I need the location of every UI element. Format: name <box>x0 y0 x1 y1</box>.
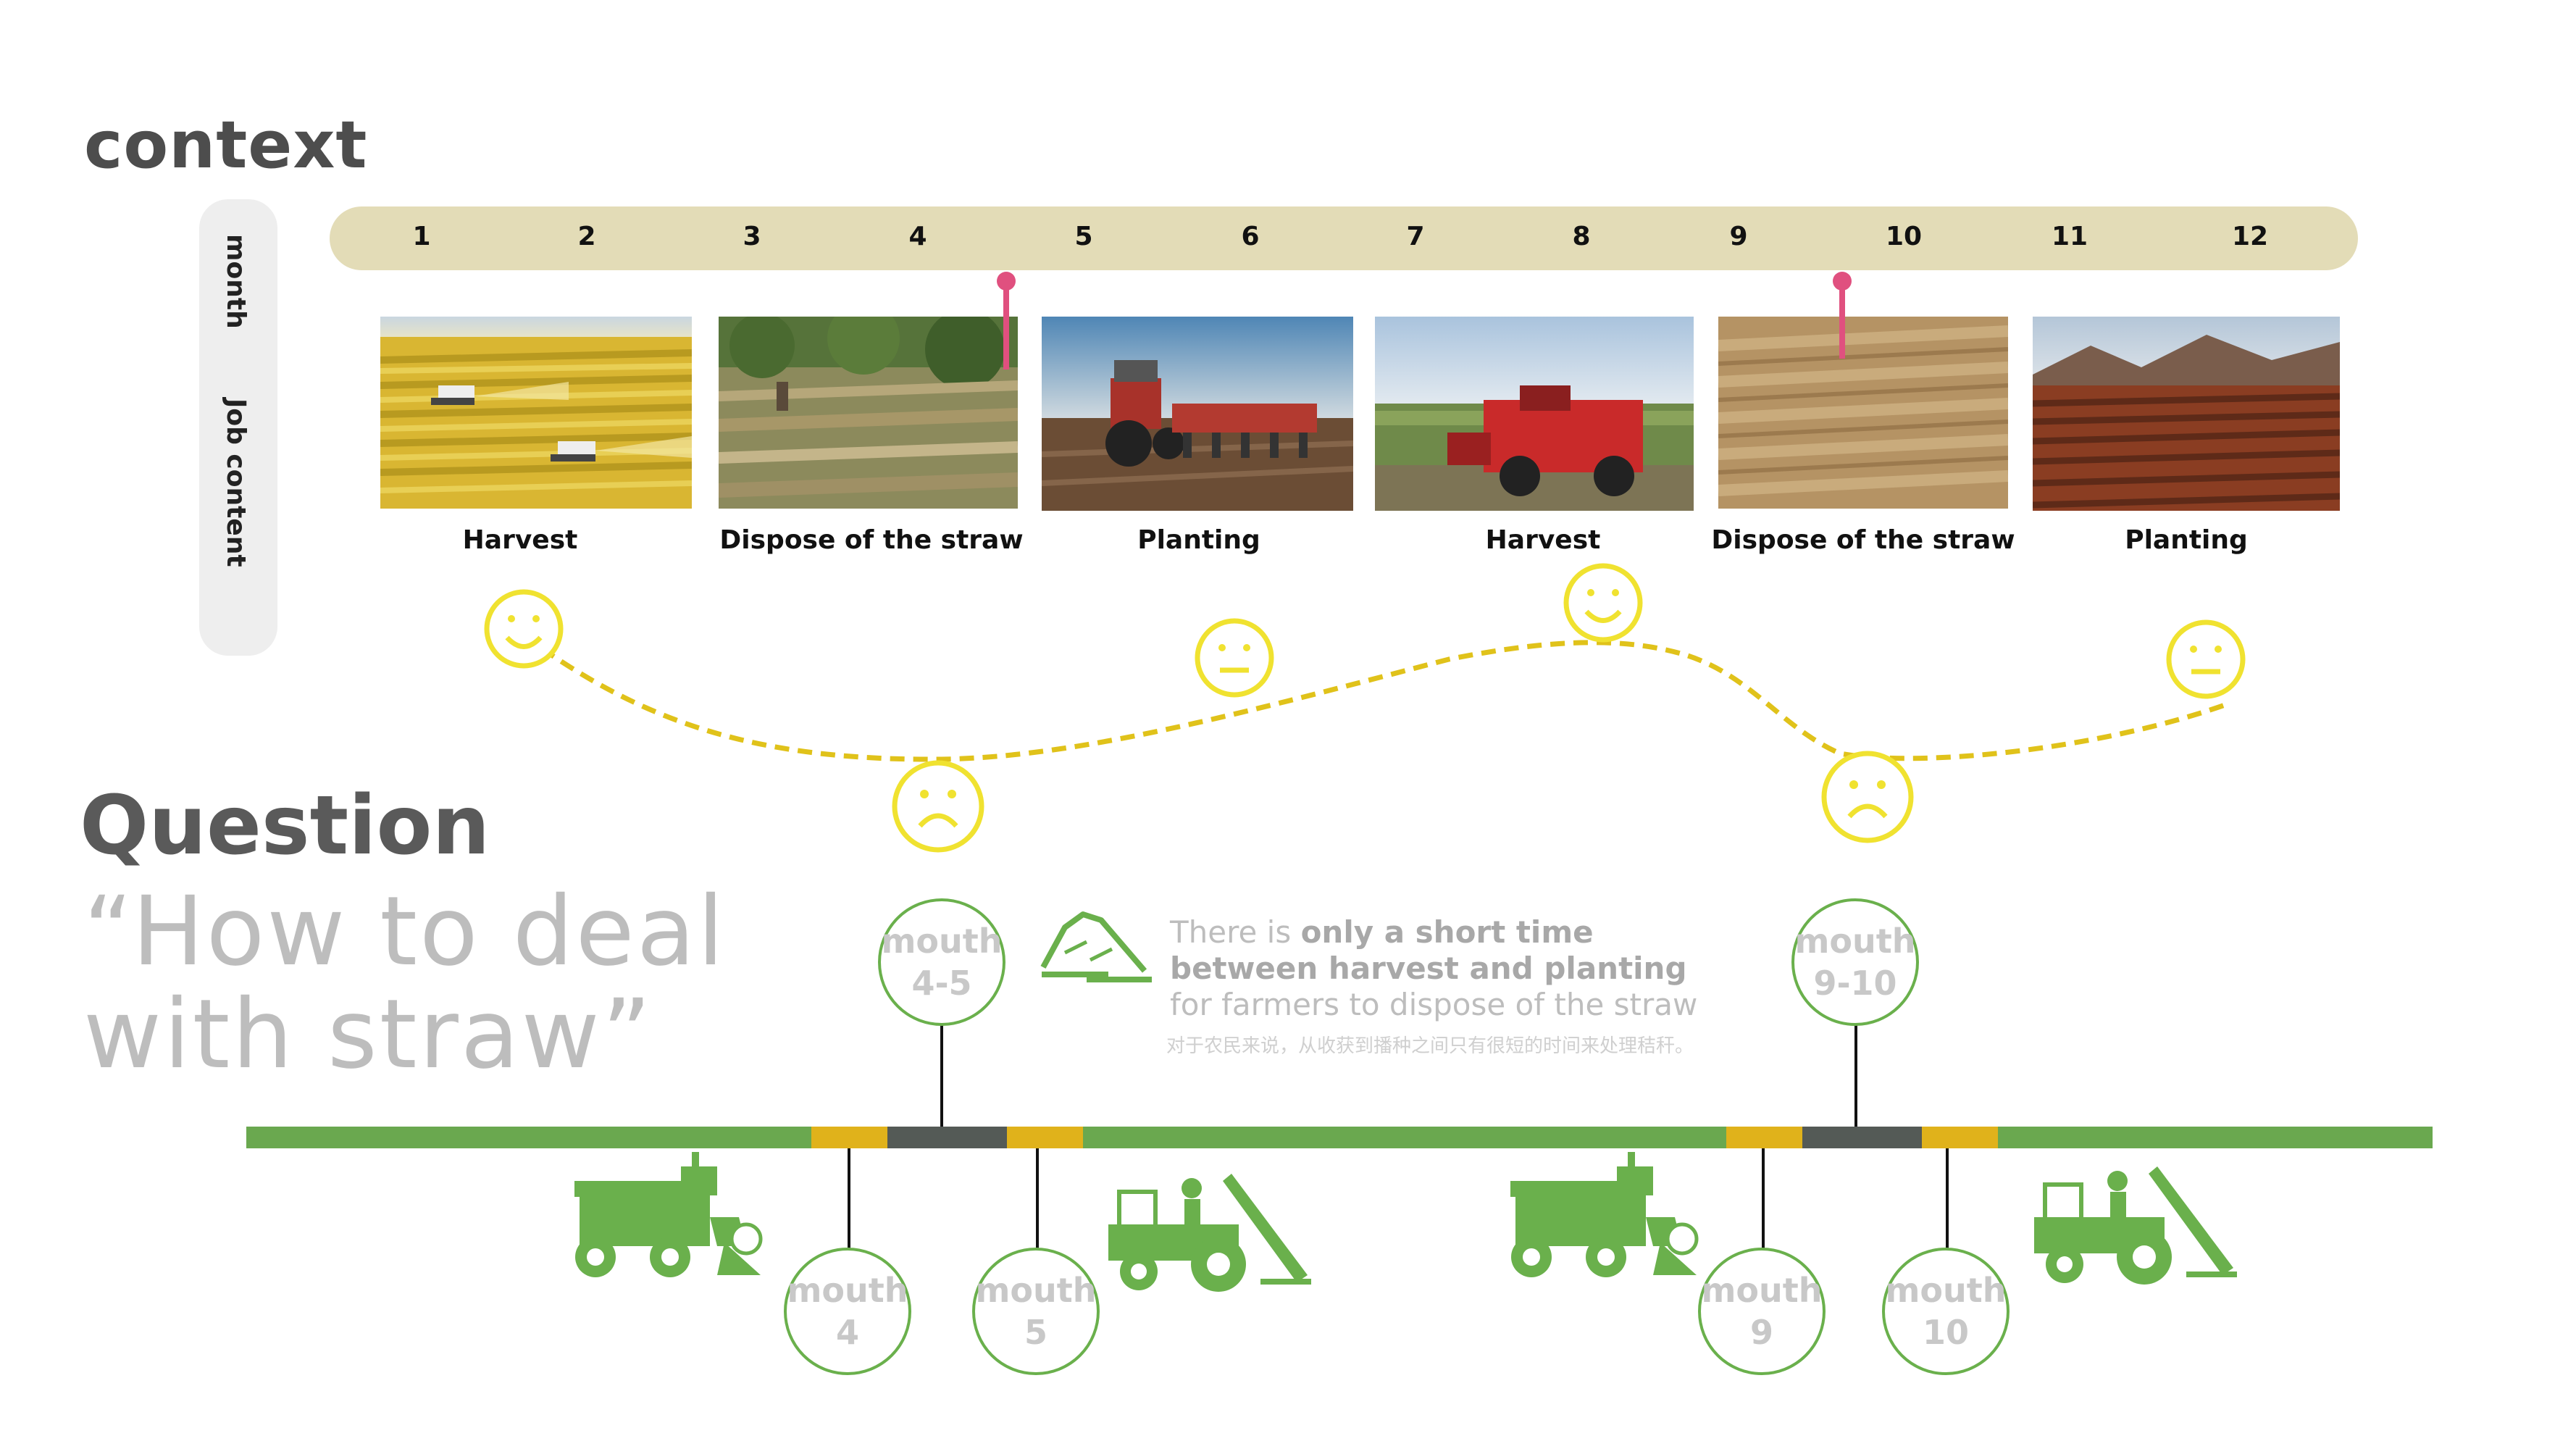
tractor-planter-icon <box>1108 1174 1311 1292</box>
timeline-segment-month-5 <box>1007 1127 1083 1148</box>
callout-value: 10 <box>1923 1311 1969 1353</box>
callout-value: 4-5 <box>911 962 971 1004</box>
timeline-bar <box>246 1127 2433 1148</box>
callout-month-10: mouth 10 <box>1882 1248 2010 1375</box>
callout-value: 9 <box>1750 1311 1773 1353</box>
callout-value: 5 <box>1024 1311 1047 1353</box>
harvester-icon <box>1510 1152 1697 1277</box>
callout-label: mouth <box>881 920 1002 962</box>
timeline-segment-gap-4-5 <box>887 1127 1007 1148</box>
callout-month-9-10: mouth 9-10 <box>1791 898 1919 1026</box>
callout-label: mouth <box>975 1269 1096 1311</box>
connector-9-10 <box>1854 1025 1857 1127</box>
callout-value: 4 <box>836 1311 859 1353</box>
happy-face-icon <box>487 592 561 666</box>
sad-face-icon <box>895 763 982 850</box>
tractor-planter-icon <box>2034 1166 2237 1285</box>
neutral-face-icon <box>2169 622 2243 696</box>
connector-4-5 <box>940 1025 943 1127</box>
callout-month-4-5: mouth 4-5 <box>878 898 1005 1026</box>
timeline-segment-month-10 <box>1922 1127 1998 1148</box>
callout-label: mouth <box>787 1269 908 1311</box>
harvester-icon <box>574 1152 761 1277</box>
callout-month-5: mouth 5 <box>972 1248 1100 1375</box>
neutral-face-icon <box>1197 621 1271 695</box>
straw-pile-icon <box>1042 914 1152 980</box>
happy-face-icon <box>1566 566 1640 640</box>
callout-label: mouth <box>1885 1269 2006 1311</box>
callout-label: mouth <box>1701 1269 1822 1311</box>
sad-face-icon <box>1824 753 1911 840</box>
connector-4 <box>848 1148 850 1250</box>
callout-value: 9-10 <box>1813 962 1897 1004</box>
connector-10 <box>1946 1148 1949 1250</box>
callout-label: mouth <box>1794 920 1915 962</box>
timeline-segment-month-9 <box>1726 1127 1802 1148</box>
connector-9 <box>1762 1148 1765 1250</box>
emotion-curve <box>542 643 2231 759</box>
callout-month-9: mouth 9 <box>1698 1248 1826 1375</box>
timeline-segment-gap-9-10 <box>1802 1127 1922 1148</box>
connector-5 <box>1036 1148 1039 1250</box>
callout-month-4: mouth 4 <box>784 1248 911 1375</box>
timeline-segment-month-4 <box>811 1127 887 1148</box>
